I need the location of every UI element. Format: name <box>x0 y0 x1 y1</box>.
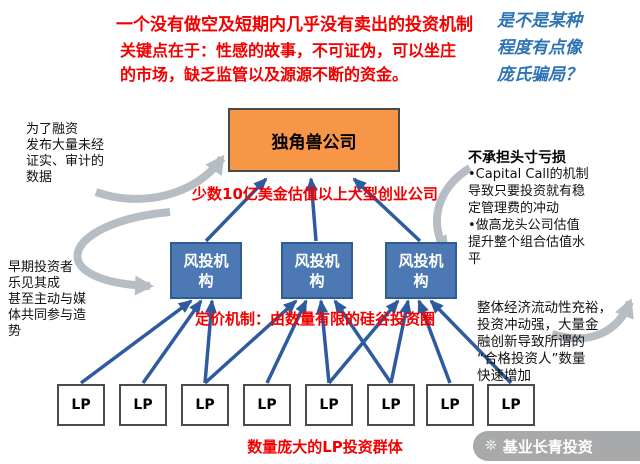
note-liquidity: 整体经济流动性充裕， 投资冲动强，大量金 融创新导致所谓的 “合格投资人”数量 … <box>477 300 612 384</box>
lp-box-1: LP <box>57 384 105 426</box>
vc-box-3: 风投机构 <box>385 242 457 299</box>
lp-label-1: LP <box>71 397 91 413</box>
watermark-badge: ❊ 基业长青投资 <box>473 431 640 461</box>
note-no-position-loss-body: •Capital Call的机制 导致只要投资就有稳 定管理费的冲动 •做高龙头… <box>468 167 589 267</box>
lp-box-8: LP <box>487 384 535 426</box>
lp-label-8: LP <box>501 397 521 413</box>
unicorn-company-label: 独角兽公司 <box>271 132 357 153</box>
vc-caption: 定价机制：由数量有限的硅谷投资圈 <box>194 310 435 328</box>
vc-label-3: 风投机构 <box>398 251 444 290</box>
note-no-position-loss-title: 不承担头寸亏损 <box>468 150 566 166</box>
lp-label-7: LP <box>440 397 460 413</box>
vc-label-2: 风投机构 <box>294 251 340 290</box>
key-point-text: 关键点在于：性感的故事，不可证伪，可以坐庄 的市场，缺乏监管以及源源不断的资金。 <box>120 41 457 84</box>
lp-label-4: LP <box>257 397 277 413</box>
lp-box-2: LP <box>119 384 167 426</box>
lp-label-6: LP <box>381 397 401 413</box>
watermark-logo-icon: ❊ <box>485 438 497 454</box>
lp-box-6: LP <box>367 384 415 426</box>
unicorn-caption: 少数10亿美金估值以上大型创业公司 <box>192 185 438 203</box>
vc-label-1: 风投机构 <box>183 251 229 290</box>
lp-box-4: LP <box>243 384 291 426</box>
lp-box-5: LP <box>305 384 353 426</box>
ponzi-question-note: 是不是某种 程度有点像 庞氏骗局？ <box>497 11 582 85</box>
unicorn-company-box: 独角兽公司 <box>228 108 400 172</box>
vc-box-2: 风投机构 <box>281 242 353 299</box>
vc-box-1: 风投机构 <box>170 242 242 299</box>
watermark-label: 基业长青投资 <box>502 437 593 456</box>
lp-label-3: LP <box>195 397 215 413</box>
lp-label-2: LP <box>133 397 153 413</box>
lp-label-5: LP <box>319 397 339 413</box>
lp-box-3: LP <box>181 384 229 426</box>
gray-curve-arrow-left-swirl-icon <box>73 208 171 296</box>
note-early-investors: 早期投资者 乐见其成 甚至主动与媒 体共同参与造 势 <box>8 260 87 339</box>
gray-curve-arrow-right-top-icon <box>430 164 473 256</box>
page-title: 一个没有做空及短期内几乎没有卖出的投资机制 <box>116 15 473 35</box>
note-fundraising: 为了融资 发布大量未经 证实、审计的 数据 <box>26 122 105 185</box>
lp-caption: 数量庞大的LP投资群体 <box>247 438 403 456</box>
lp-box-7: LP <box>426 384 474 426</box>
